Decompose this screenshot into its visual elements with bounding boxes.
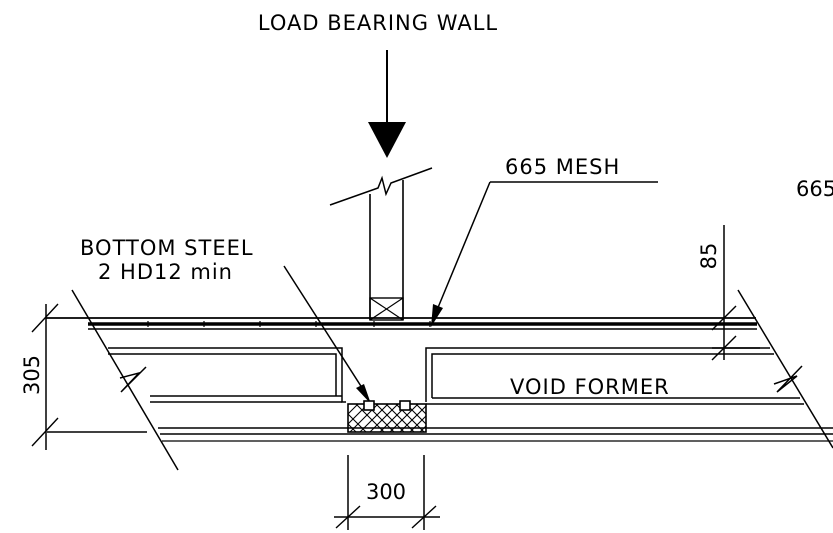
load-bearing-wall [329,167,433,321]
slab-section [46,289,833,471]
mesh-leader-arrowhead [431,304,443,327]
bottom-steel-label-line1: BOTTOM STEEL [80,236,254,260]
bottom-bar-right [399,400,411,411]
mesh-leader-line [436,181,491,311]
load-arrow-head [368,122,406,158]
dimension-topping-text: 85 [697,243,721,270]
mesh-cut-label: 665 [796,177,833,201]
void-former-label: VOID FORMER [510,375,670,399]
dimension-rib-width-text: 300 [366,480,406,504]
load-bearing-wall-label: LOAD BEARING WALL [258,11,498,35]
bottom-steel-leader-arrowhead [356,384,371,404]
bottom-bar-left [363,400,375,411]
dimension-slab-depth-text: 305 [20,355,44,395]
mesh-label: 665 MESH [505,155,620,179]
bottom-steel-leader-line [283,265,367,395]
dimension-topping: 85 [697,225,760,361]
dimension-rib-width: 300 [334,455,440,530]
dimension-slab-depth: 305 [20,303,59,450]
bottom-steel-label-line2: 2 HD12 min [98,260,233,284]
